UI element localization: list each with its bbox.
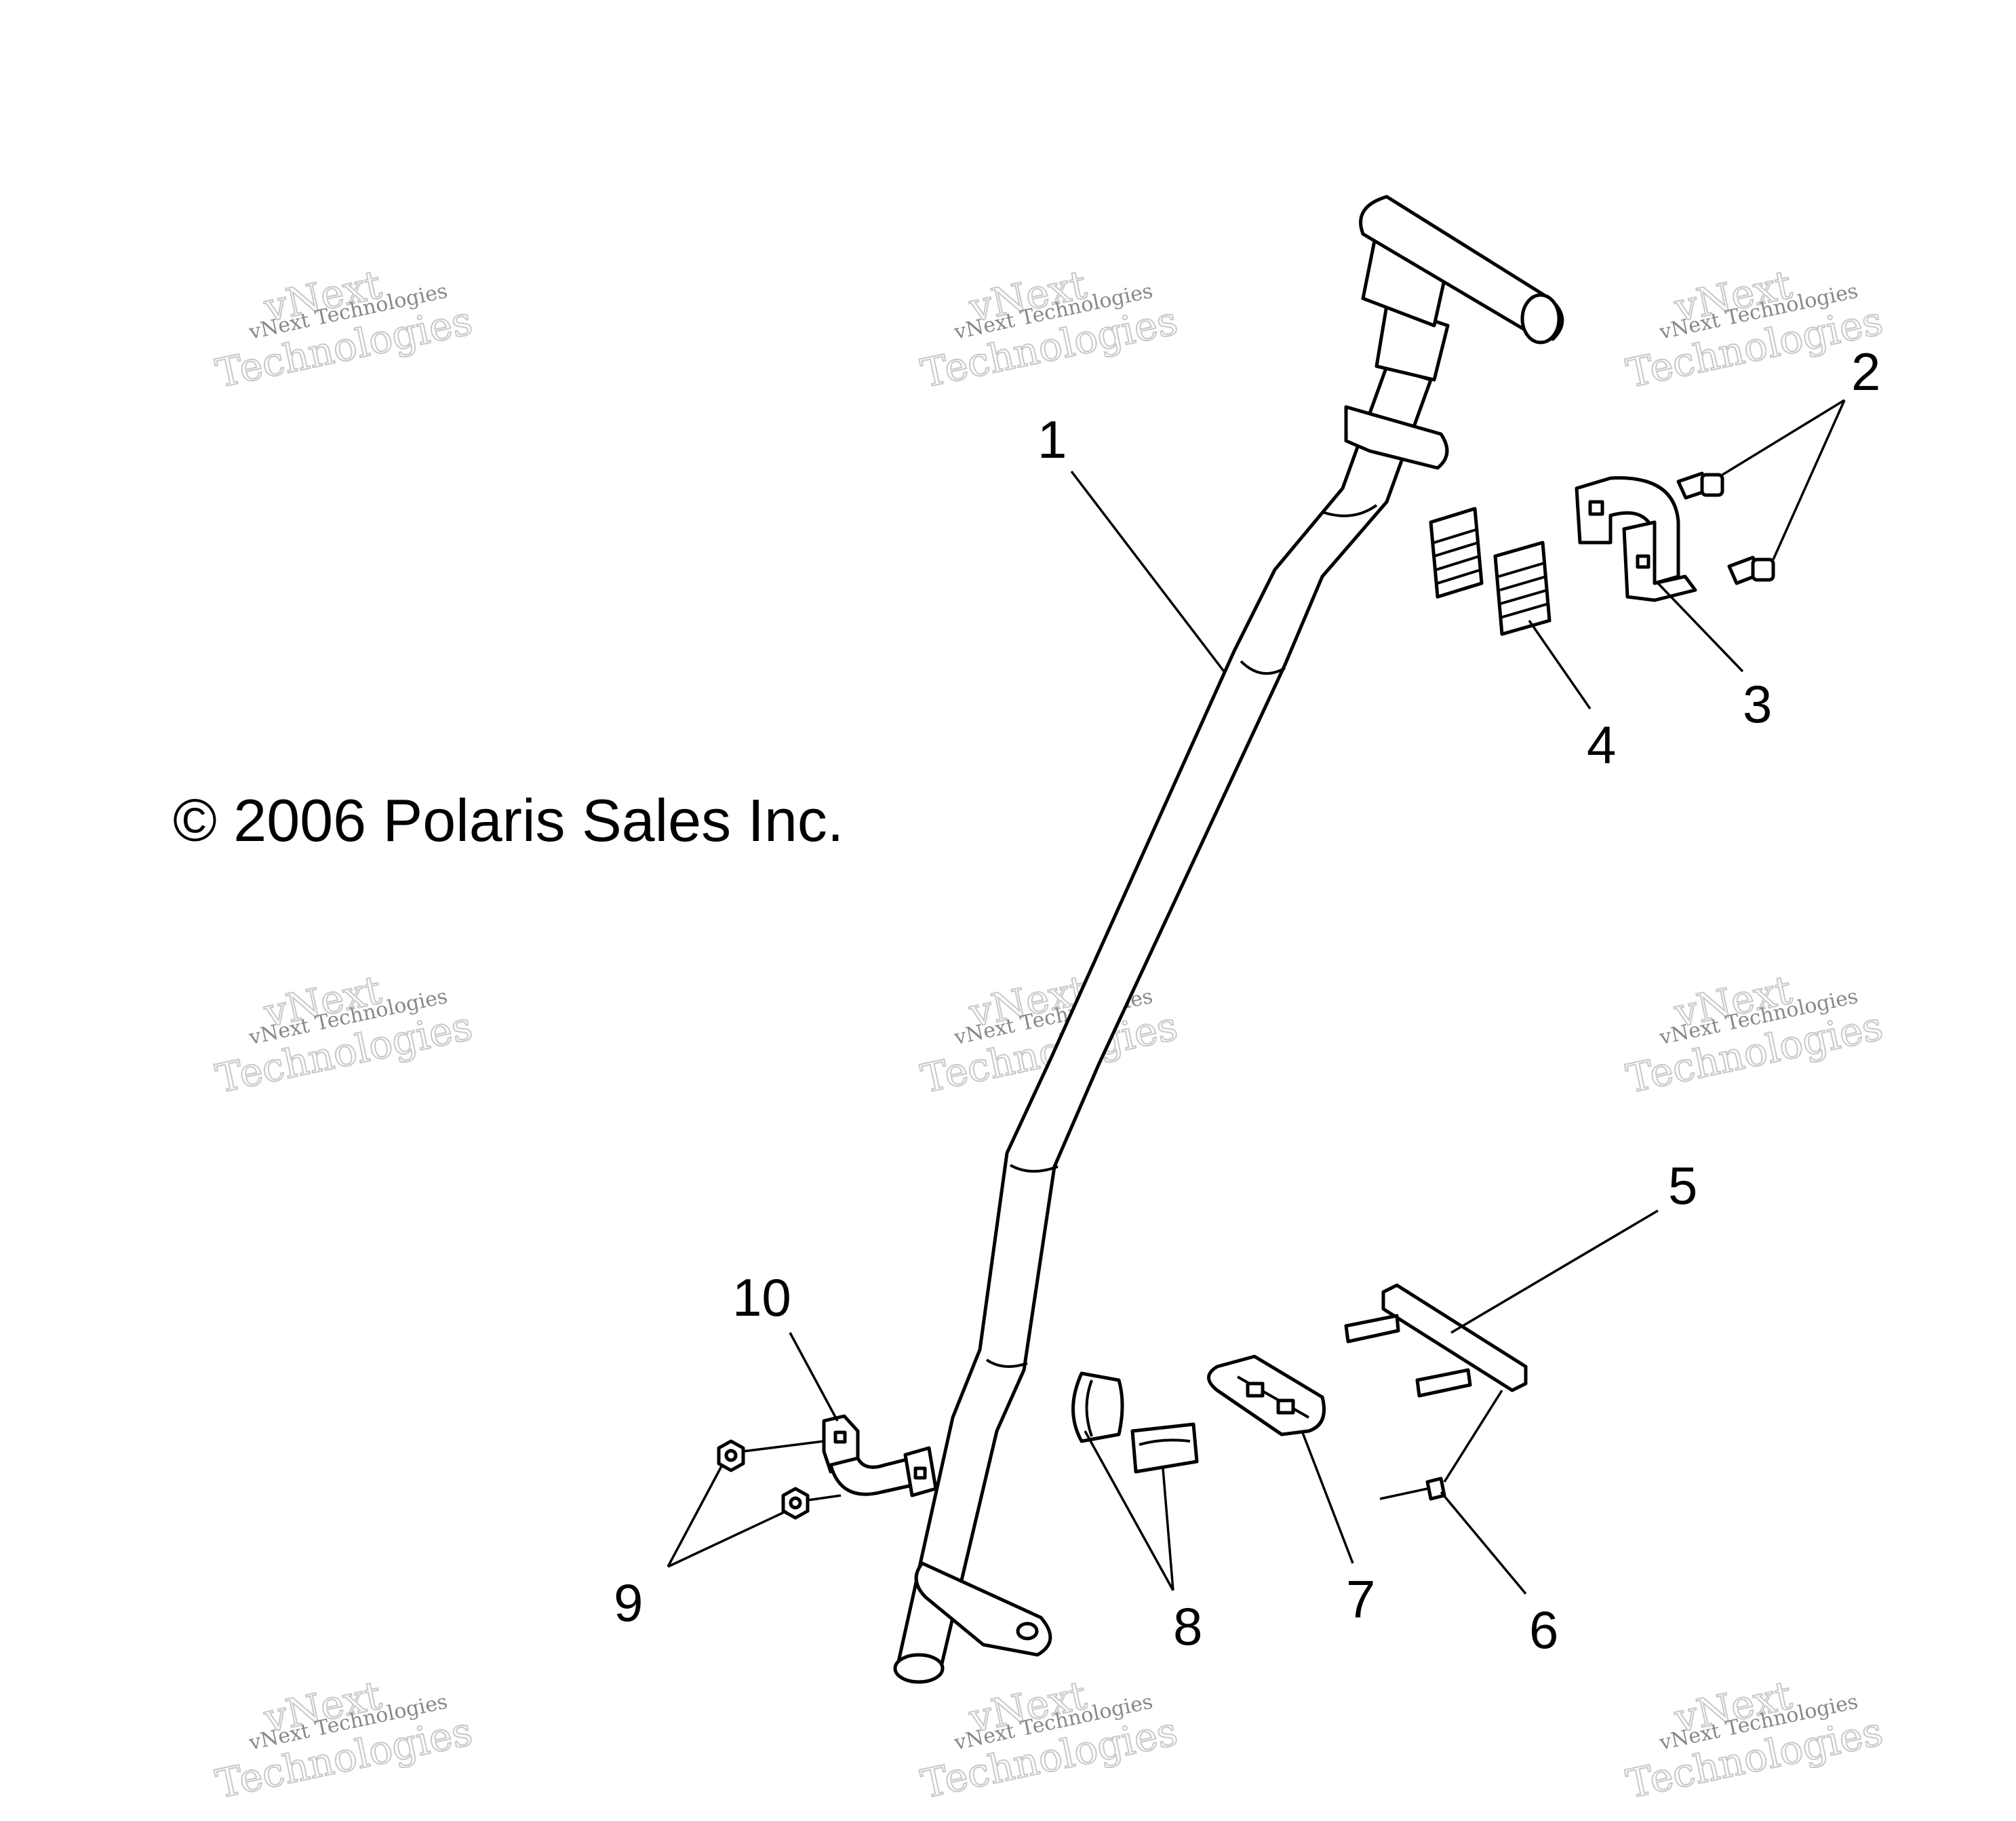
watermark: vNext vNext Technologies Technologies — [1622, 260, 1888, 397]
watermark: vNext vNext Technologies Technologies — [1622, 966, 1888, 1103]
callout-3: 3 — [1743, 674, 1772, 734]
watermark: vNext vNext Technologies Technologies — [917, 260, 1183, 397]
part-1-steering-shaft — [893, 195, 1564, 1684]
leader-5b — [1443, 1390, 1503, 1483]
callout-4: 4 — [1587, 715, 1616, 775]
callout-10: 10 — [732, 1268, 791, 1327]
part-8-lower-bushings — [1071, 1371, 1199, 1474]
watermark: vNext vNext Technologies Technologies — [212, 260, 477, 397]
part-4-upper-bushings — [1429, 507, 1551, 636]
leader-9a — [667, 1464, 724, 1567]
leader-4 — [1528, 620, 1592, 709]
leader-10 — [789, 1332, 839, 1422]
leader-5 — [1450, 1209, 1659, 1334]
leader-2a — [1722, 399, 1845, 476]
leader-lines — [667, 399, 1846, 1595]
leader-9d — [807, 1494, 842, 1502]
leader-3 — [1657, 582, 1744, 673]
watermark: vNext vNext Technologies Technologies — [212, 966, 477, 1103]
callout-2: 2 — [1851, 342, 1880, 402]
leader-7 — [1301, 1430, 1354, 1564]
leader-2b — [1772, 399, 1846, 560]
part-5-bracket — [1344, 1283, 1528, 1398]
leader-1 — [1070, 470, 1225, 673]
part-10-lower-clamp — [822, 1414, 938, 1497]
copyright-text: © 2006 Polaris Sales Inc. — [173, 787, 844, 854]
part-7-block — [1207, 1354, 1326, 1436]
leader-9b — [667, 1510, 787, 1568]
callout-8: 8 — [1173, 1597, 1202, 1656]
leader-6 — [1440, 1491, 1527, 1595]
callout-9: 9 — [614, 1573, 643, 1632]
watermark: vNext vNext Technologies Technologies — [212, 1671, 477, 1808]
leader-8b — [1162, 1468, 1174, 1591]
leader-9c — [743, 1440, 825, 1453]
watermark: vNext vNext Technologies Technologies — [917, 1671, 1183, 1808]
callout-1: 1 — [1037, 410, 1067, 469]
watermark: vNext vNext Technologies Technologies — [1622, 1671, 1888, 1808]
callout-6: 6 — [1529, 1600, 1558, 1660]
callout-5: 5 — [1668, 1156, 1697, 1215]
callouts: 1 2 3 4 5 6 7 8 9 10 — [614, 342, 1880, 1660]
leader-8a — [1084, 1430, 1174, 1591]
part-9-nuts — [717, 1439, 810, 1520]
part-2-bolts — [1676, 471, 1775, 585]
part-3-upper-clamp — [1575, 476, 1697, 602]
part-6-screw — [1379, 1476, 1446, 1501]
callout-7: 7 — [1346, 1569, 1375, 1629]
